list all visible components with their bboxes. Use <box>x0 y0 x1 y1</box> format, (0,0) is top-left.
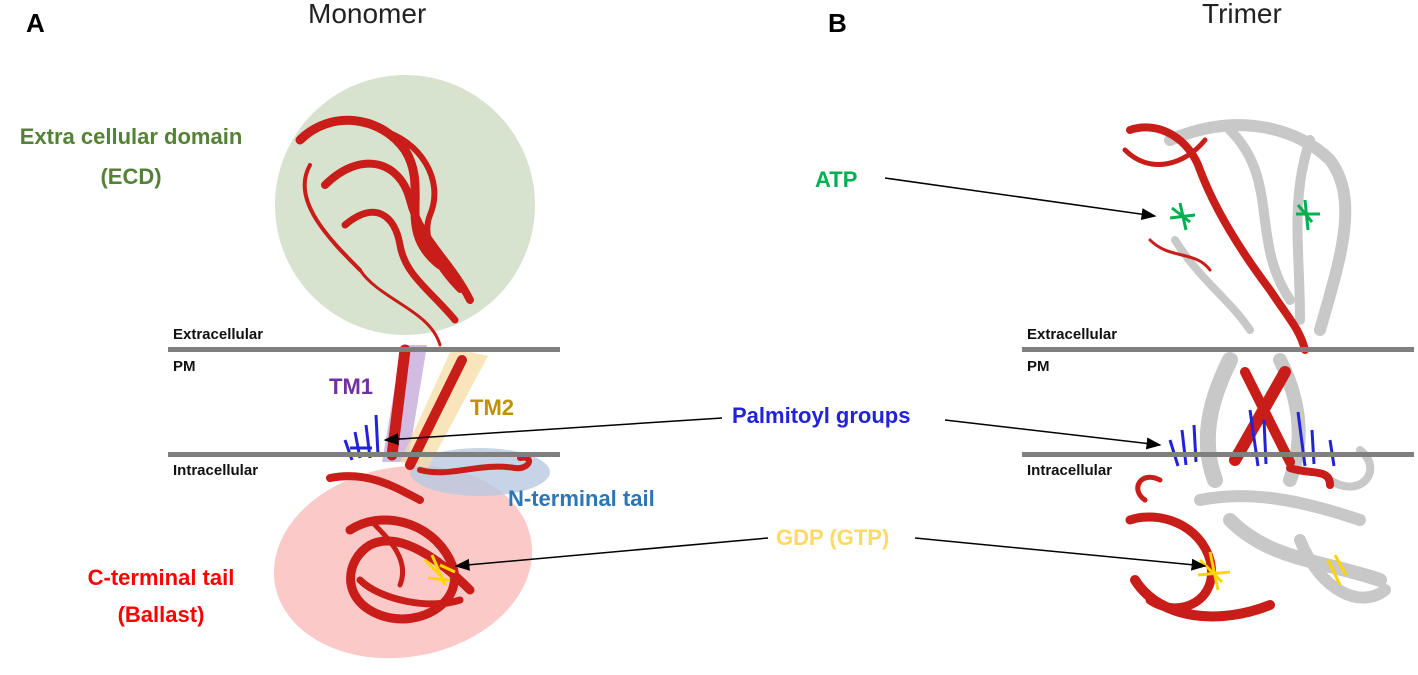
monomer-intracellular-label: Intracellular <box>173 462 259 479</box>
n-tail-ellipse <box>410 448 550 496</box>
trimer-pm-label: PM <box>1027 358 1050 375</box>
arrow-atp <box>884 177 1157 221</box>
tm2-label: TM2 <box>470 395 514 420</box>
monomer-palmitoyl-groups <box>343 414 380 461</box>
trimer-membrane-inner-line <box>1022 452 1414 457</box>
arrow-palmitoyl-trimer <box>944 419 1162 450</box>
panel-b-letter: B <box>828 8 847 38</box>
trimer-gdp <box>1197 551 1348 591</box>
ecd-label-line2: (ECD) <box>100 164 162 189</box>
panel-a-title: Monomer <box>308 0 427 29</box>
monomer-extracellular-label: Extracellular <box>173 326 264 343</box>
c-terminal-tail-label-line1: C-terminal tail <box>87 565 235 590</box>
monomer-gdp <box>423 554 456 586</box>
ecd-ellipse <box>275 74 535 335</box>
n-terminal-tail-label: N-terminal tail <box>508 486 655 511</box>
trimer-extracellular-label: Extracellular <box>1027 326 1118 343</box>
trimer-protein-structure <box>1122 119 1391 622</box>
palmitoyl-groups-label: Palmitoyl groups <box>732 403 911 428</box>
arrow-gdp-trimer <box>914 537 1207 571</box>
monomer-membrane-outer-line <box>168 347 560 352</box>
ecd-label-line1: Extra cellular domain <box>19 124 243 149</box>
panel-b-title: Trimer <box>1202 0 1282 29</box>
gdp-gtp-label: GDP (GTP) <box>776 525 890 550</box>
arrow-palmitoyl-monomer <box>383 417 723 446</box>
trimer-membrane-outer-line <box>1022 347 1414 352</box>
monomer-pm-label: PM <box>173 358 196 375</box>
tm1-label: TM1 <box>329 374 373 399</box>
trimer-atp <box>1169 199 1320 231</box>
arrow-gdp-monomer <box>454 537 769 571</box>
trimer-intracellular-label: Intracellular <box>1027 462 1113 479</box>
atp-label: ATP <box>815 167 858 192</box>
monomer-membrane-inner-line <box>168 452 560 457</box>
c-terminal-tail-label-line2: (Ballast) <box>117 602 205 627</box>
panel-a-letter: A <box>26 8 45 38</box>
